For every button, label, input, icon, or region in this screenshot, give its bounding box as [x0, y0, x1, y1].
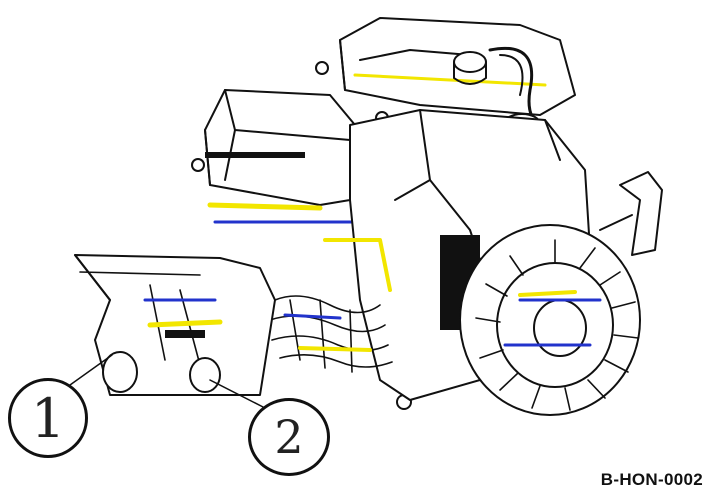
cooling-fins [269, 295, 393, 373]
starter-handle [599, 171, 663, 256]
callout-2-label: 2 [274, 410, 304, 464]
callout-2: 2 [248, 398, 330, 476]
callout-1: 1 [8, 378, 88, 458]
figure-code: B-HON-0002 [600, 470, 703, 489]
recoil-starter [459, 224, 641, 416]
callout-leader-lines [69, 354, 266, 409]
callout-1-label: 1 [30, 386, 66, 450]
fuel-cap [453, 51, 487, 85]
base-flange [74, 254, 276, 396]
